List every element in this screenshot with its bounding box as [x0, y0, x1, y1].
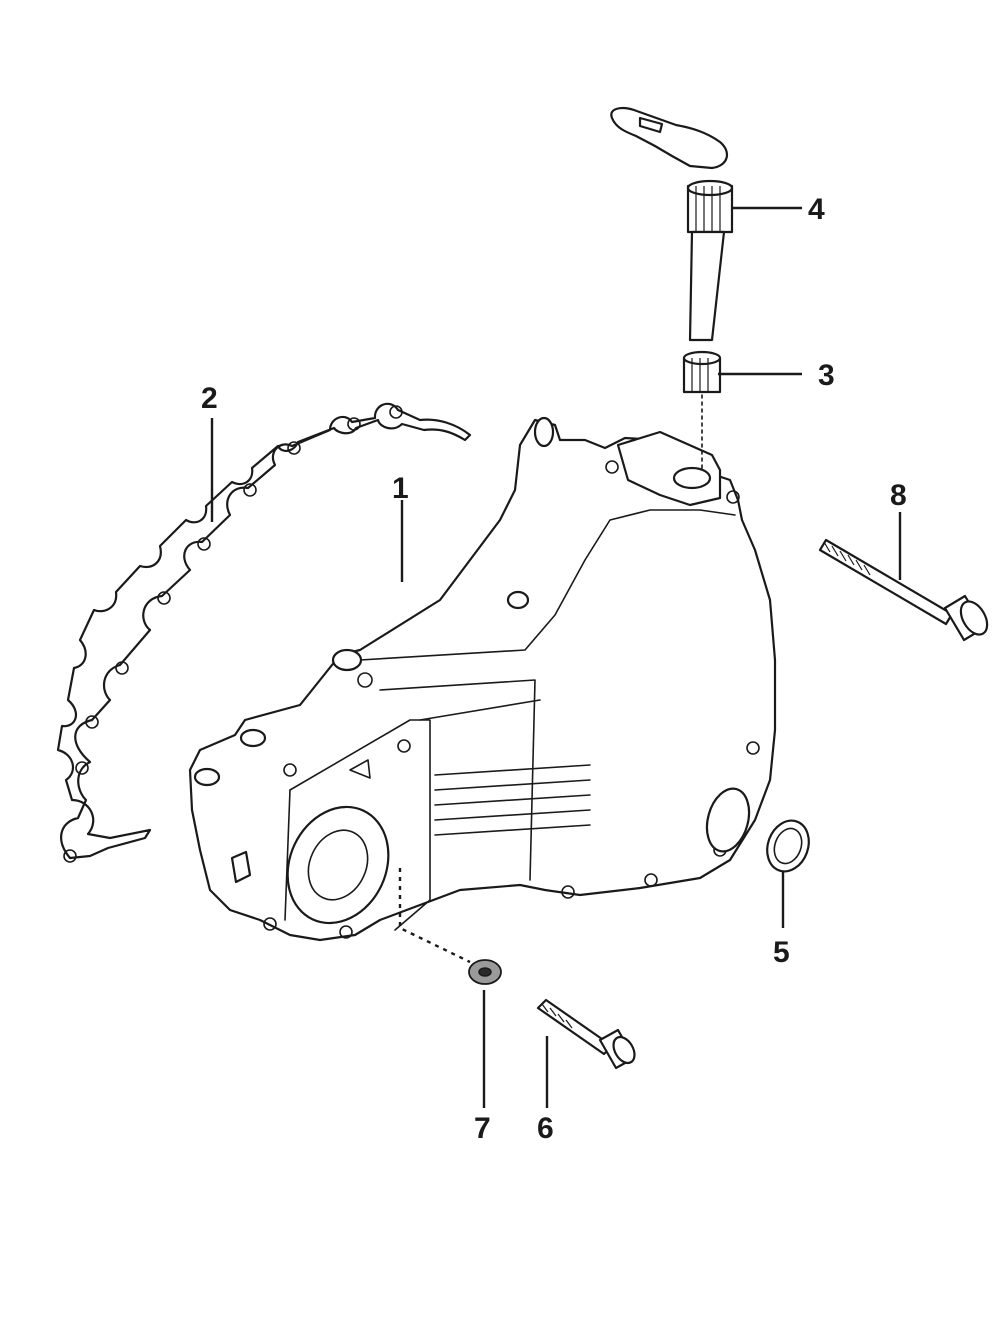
- gasket-part-2: [56, 402, 472, 863]
- bushing-part-3: [682, 350, 722, 471]
- washer-part-7: [468, 959, 502, 985]
- callout-8: 8: [890, 479, 907, 512]
- leader-7-dash: [398, 868, 471, 964]
- lever-shaft-part-4: [610, 107, 734, 342]
- callout-7: 7: [474, 1112, 491, 1145]
- callout-6: 6: [537, 1112, 554, 1145]
- leader-lines: [210, 206, 902, 1108]
- callout-5: 5: [773, 936, 790, 969]
- callout-2: 2: [201, 382, 218, 415]
- long-bolt-part-8: [818, 538, 989, 642]
- callout-4: 4: [808, 193, 825, 226]
- o-ring-part-5: [766, 819, 810, 873]
- callout-labels: 1 2 3 4 5 6 7 8: [201, 193, 907, 1145]
- short-bolt-part-6: [536, 998, 636, 1070]
- callout-3: 3: [818, 359, 835, 392]
- crankcase-cover-part-1: [188, 416, 777, 942]
- callout-1: 1: [392, 472, 409, 505]
